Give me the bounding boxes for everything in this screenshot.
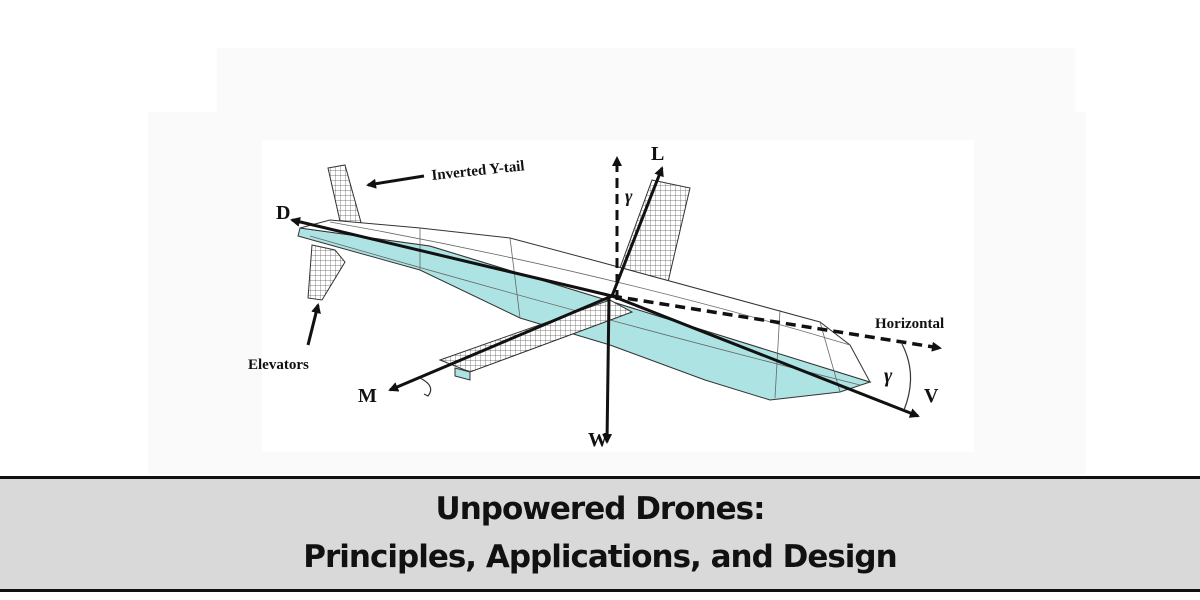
horizontal-reference-dashed — [611, 294, 942, 352]
title-line-2: Principles, Applications, and Design — [303, 539, 897, 575]
drag-label: D — [276, 202, 290, 224]
elevator-fin — [307, 244, 346, 301]
velocity-label: V — [924, 385, 939, 407]
lift-arrow — [610, 166, 664, 297]
drag-velocity-axis — [290, 216, 613, 298]
weight-label: W — [588, 429, 608, 451]
lift-label: L — [651, 143, 664, 165]
gamma-angle-arc — [901, 343, 912, 411]
title-banner: Unpowered Drones: Principles, Applicatio… — [0, 476, 1200, 592]
moment-label: M — [358, 385, 377, 407]
elevators-label: Elevators — [248, 357, 309, 373]
inverted-y-tail-label: Inverted Y-tail — [431, 158, 526, 184]
moment-arrow — [388, 294, 613, 392]
background-panel — [217, 48, 1075, 118]
elevator-pointer-arrow — [306, 303, 321, 346]
wing-tip — [454, 367, 471, 381]
gamma-label-right: γ — [884, 365, 893, 387]
velocity-arrow — [611, 294, 920, 418]
gamma-label-top: γ — [625, 186, 633, 206]
title-line-1: Unpowered Drones: — [435, 491, 766, 527]
moment-rotation-icon — [419, 377, 432, 397]
weight-arrow — [602, 295, 613, 444]
tail-pointer-arrow — [366, 174, 425, 189]
horizontal-label: Horizontal — [875, 316, 944, 332]
